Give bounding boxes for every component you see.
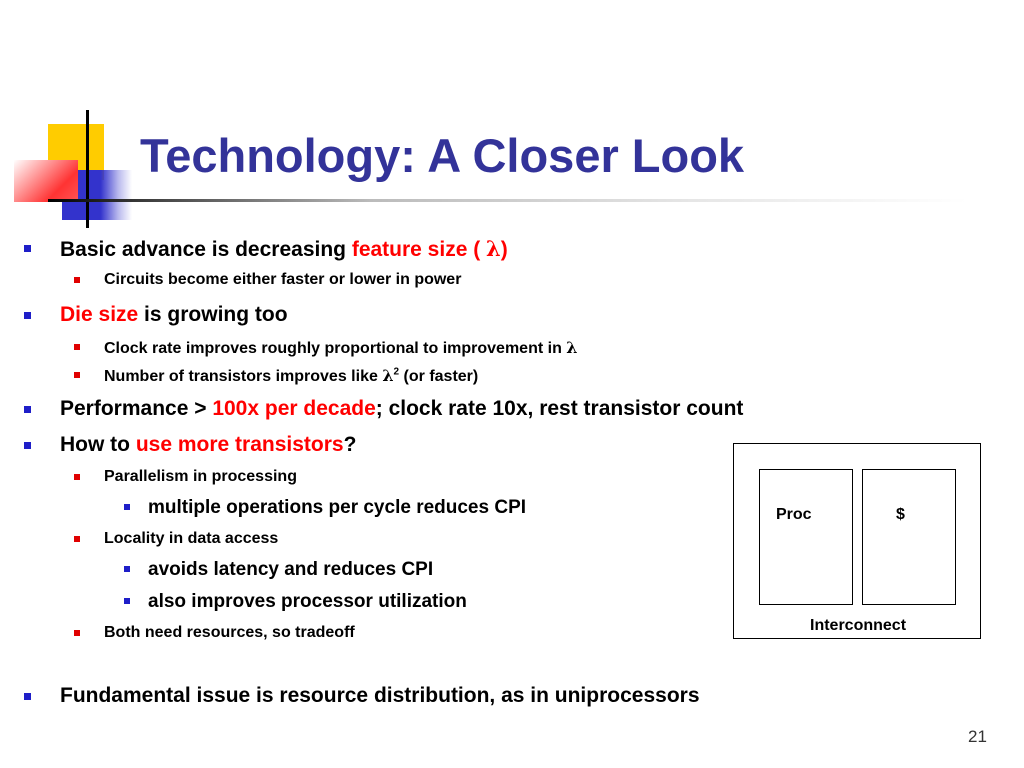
bullet-die-size: Die size is growing too	[24, 303, 288, 327]
subbullet-text: Circuits become either faster or lower i…	[104, 271, 462, 288]
bullet-text: is growing too	[138, 303, 288, 326]
subsubbullet-text: multiple operations per cycle reduces CP…	[148, 497, 527, 518]
bullet-performance: Performance > 100x per decade; clock rat…	[24, 397, 744, 421]
bullet-marker	[24, 406, 31, 413]
proc-box: Proc	[759, 469, 853, 605]
highlight-text: )	[500, 238, 508, 261]
subbullet-text: Locality in data access	[104, 530, 279, 547]
subsubbullet-latency: avoids latency and reduces CPI	[124, 559, 434, 581]
bullet-text: How to	[60, 433, 136, 456]
subbullet-text: Number of transistors improves like	[104, 368, 383, 385]
bullet-how-to: How to use more transistors?	[24, 433, 357, 457]
subbullet-clock-rate: Clock rate improves roughly proportional…	[74, 338, 578, 358]
subbullet-parallelism: Parallelism in processing	[74, 468, 297, 486]
lambda-symbol: λ	[566, 338, 578, 357]
bullet-fundamental-issue: Fundamental issue is resource distributi…	[24, 684, 700, 708]
bullet-marker	[74, 277, 80, 283]
bullet-marker	[124, 504, 130, 510]
highlight-text: use more transistors	[135, 433, 344, 456]
bullet-marker	[74, 536, 80, 542]
subbullet-locality: Locality in data access	[74, 530, 279, 548]
bullet-text: Basic advance is decreasing	[60, 238, 352, 261]
bullet-text: ?	[343, 433, 357, 456]
subbullet-text: Parallelism in processing	[104, 468, 297, 485]
cache-box: $	[862, 469, 956, 605]
subbullet-tradeoff: Both need resources, so tradeoff	[74, 624, 355, 642]
decor-red-square	[14, 160, 78, 202]
subbullet-text: Both need resources, so tradeoff	[104, 624, 355, 641]
subbullet-circuits: Circuits become either faster or lower i…	[74, 271, 462, 289]
lambda-symbol: λ	[382, 366, 394, 385]
bullet-marker	[74, 372, 80, 378]
bullet-feature-size: Basic advance is decreasing feature size…	[24, 236, 508, 262]
bullet-text: ; clock rate 10x, rest transistor count	[375, 397, 744, 420]
slide-title: Technology: A Closer Look	[140, 129, 745, 182]
bullet-marker	[124, 598, 130, 604]
bullet-marker	[24, 693, 31, 700]
bullet-marker	[24, 245, 31, 252]
page-number: 21	[968, 727, 987, 746]
bullet-marker	[124, 566, 130, 572]
subsubbullet-multiple-ops: multiple operations per cycle reduces CP…	[124, 497, 527, 519]
highlight-text: 100x per decade	[212, 397, 376, 420]
subsubbullet-utilization: also improves processor utilization	[124, 591, 467, 613]
bullet-marker	[74, 474, 80, 480]
highlight-text: feature size (	[351, 238, 487, 261]
exponent: 2	[393, 366, 400, 378]
processor-diagram: Proc $ Interconnect	[733, 443, 981, 639]
subbullet-text: (or faster)	[403, 368, 479, 385]
subbullet-text: Clock rate improves roughly proportional…	[104, 340, 567, 357]
title-underline	[48, 199, 968, 202]
cache-label: $	[896, 506, 905, 523]
highlight-text: Die size	[60, 303, 139, 326]
subsubbullet-text: avoids latency and reduces CPI	[148, 559, 434, 580]
subbullet-transistors: Number of transistors improves like λ2 (…	[74, 366, 479, 386]
bullet-marker	[74, 630, 80, 636]
subsubbullet-text: also improves processor utilization	[148, 591, 467, 612]
proc-label: Proc	[776, 506, 812, 523]
bullet-marker	[24, 442, 31, 449]
bullet-marker	[74, 344, 80, 350]
lambda-symbol: λ	[486, 236, 501, 261]
interconnect-label: Interconnect	[810, 617, 907, 634]
bullet-text: Fundamental issue is resource distributi…	[60, 684, 700, 707]
bullet-marker	[24, 312, 31, 319]
bullet-text: Performance >	[60, 397, 213, 420]
decor-vertical-line	[86, 110, 89, 228]
